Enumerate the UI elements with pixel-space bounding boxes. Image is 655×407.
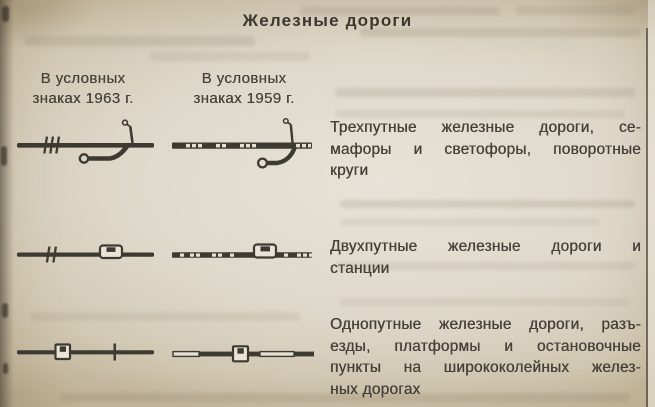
symbol-1963-three-track-railway bbox=[17, 116, 157, 178]
symbol-1959-single-track-railway bbox=[172, 341, 317, 367]
column-heading-1963: В условных знаках 1963 г. bbox=[17, 69, 149, 109]
print-bleed-smudge bbox=[60, 393, 630, 402]
double-track-railway-station-icon bbox=[17, 244, 154, 263]
description-line: станции bbox=[330, 259, 390, 277]
print-bleed-smudge bbox=[340, 200, 635, 208]
print-bleed-smudge bbox=[30, 312, 300, 321]
single-track-railway-stop-point-icon bbox=[172, 345, 314, 363]
column-heading-line: В условных bbox=[40, 70, 126, 87]
print-bleed-smudge bbox=[335, 88, 635, 97]
page-title: Железные дороги bbox=[242, 11, 413, 30]
spine-ink-blob bbox=[2, 6, 9, 22]
description-line: ных дорогах bbox=[330, 380, 421, 398]
page-edge-highlight bbox=[648, 0, 655, 407]
column-heading-line: В условных bbox=[201, 70, 287, 87]
spine-ink-blob bbox=[3, 363, 8, 374]
column-heading-line: знаках 1963 г. bbox=[32, 90, 134, 107]
description-single-track: Однопутные железные дороги, разъ- езды, … bbox=[330, 314, 641, 400]
print-bleed-smudge bbox=[340, 218, 600, 226]
description-line: мафоры и светофоры, поворотные bbox=[330, 140, 641, 158]
three-track-railway-semaphore-turning-circle-icon bbox=[172, 117, 312, 169]
symbol-1963-single-track-railway bbox=[17, 339, 157, 367]
spine-ink-blob bbox=[2, 303, 8, 318]
description-line: круги bbox=[330, 162, 369, 180]
column-heading-line: знаках 1959 г. bbox=[193, 90, 295, 107]
print-bleed-smudge bbox=[335, 110, 625, 118]
column-heading-1959: В условных знаках 1959 г. bbox=[178, 69, 310, 109]
symbol-1959-double-track-railway bbox=[172, 240, 317, 270]
spine-ink-blob bbox=[1, 146, 7, 166]
description-line: Трехпутные железные дороги, се- bbox=[330, 119, 641, 136]
single-track-railway-stop-point-icon bbox=[17, 343, 154, 361]
three-track-railway-semaphore-turning-circle-icon bbox=[17, 119, 154, 164]
print-bleed-smudge bbox=[360, 28, 640, 37]
symbol-1963-double-track-railway bbox=[17, 240, 157, 270]
description-three-track: Трехпутные железные дороги, се- мафоры и… bbox=[330, 117, 641, 182]
page-edge-line bbox=[646, 28, 648, 407]
description-line: Однопутные железные дороги, разъ- bbox=[330, 316, 641, 333]
print-bleed-smudge bbox=[150, 52, 310, 61]
print-bleed-smudge bbox=[300, 7, 500, 15]
book-spine-shadow bbox=[0, 0, 14, 407]
print-bleed-smudge bbox=[335, 262, 635, 270]
description-line: пункты на ширококолейных желез- bbox=[330, 359, 641, 377]
double-track-railway-station-icon bbox=[172, 243, 312, 259]
print-bleed-smudge bbox=[515, 6, 635, 15]
symbol-1959-three-track-railway bbox=[172, 116, 317, 180]
print-bleed-smudge bbox=[340, 298, 630, 306]
description-double-track: Двухпутные железные дороги и станции bbox=[330, 236, 641, 279]
print-bleed-smudge bbox=[25, 36, 255, 46]
description-line: езды, платформы и остановочные bbox=[330, 337, 641, 355]
description-line: Двухпутные железные дороги и bbox=[330, 238, 641, 255]
